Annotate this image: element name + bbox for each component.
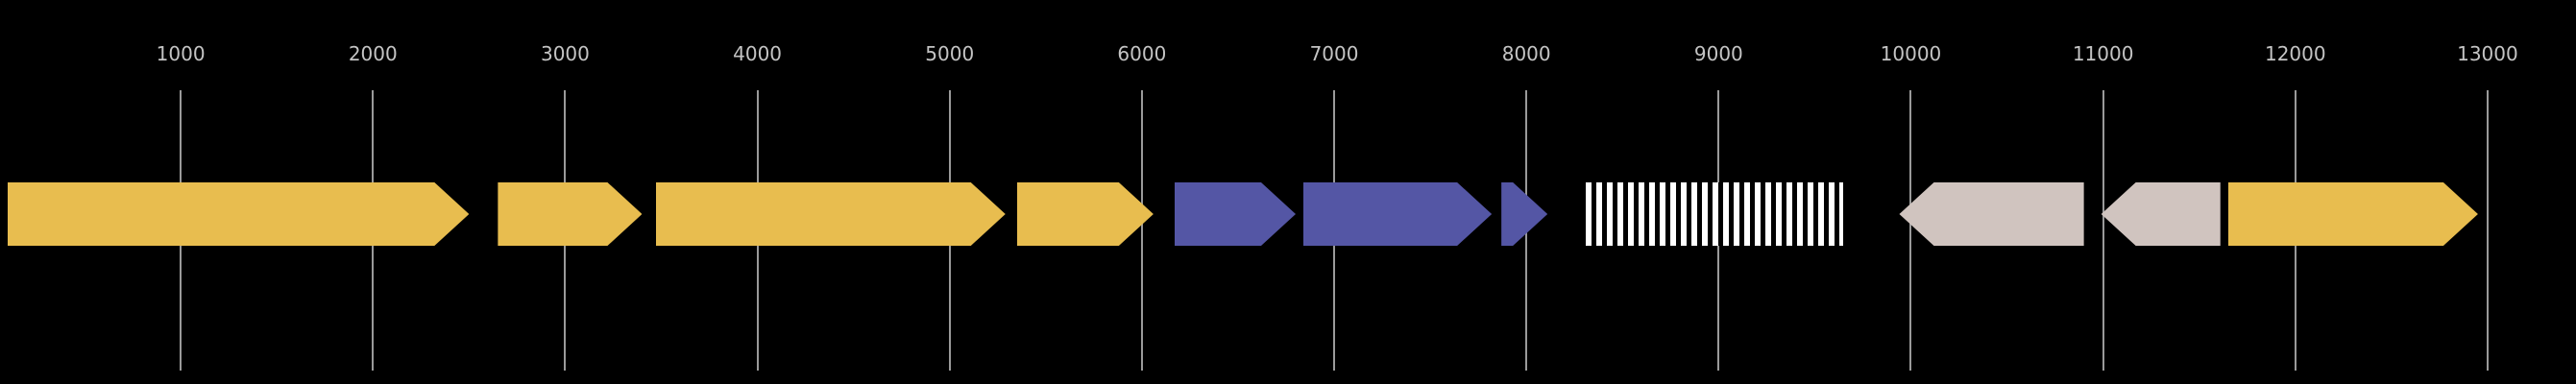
tick-label-7000: 7000 — [1309, 42, 1359, 65]
gridline-11000 — [2102, 90, 2104, 371]
gene-5-arrow — [1174, 182, 1296, 246]
tick-label-13000: 13000 — [2457, 42, 2518, 65]
gridline-6000 — [1140, 90, 1143, 371]
tick-label-8000: 8000 — [1501, 42, 1551, 65]
tick-label-12000: 12000 — [2264, 42, 2326, 65]
gridline-13000 — [2486, 90, 2489, 371]
gene-9-arrow — [2101, 182, 2221, 246]
tick-label-11000: 11000 — [2072, 42, 2134, 65]
hatched-region — [1586, 182, 1844, 246]
gene-10-arrow — [2227, 182, 2478, 246]
gene-6-arrow — [1303, 182, 1493, 246]
tick-label-3000: 3000 — [540, 42, 590, 65]
tick-label-6000: 6000 — [1117, 42, 1167, 65]
tick-label-1000: 1000 — [156, 42, 206, 65]
gene-4-arrow — [1016, 182, 1154, 246]
tick-label-9000: 9000 — [1693, 42, 1743, 65]
gene-2-arrow — [498, 182, 643, 246]
tick-label-10000: 10000 — [1880, 42, 1942, 65]
gridline-10000 — [1909, 90, 1912, 371]
tick-label-5000: 5000 — [925, 42, 975, 65]
tick-label-4000: 4000 — [733, 42, 783, 65]
gene-7-arrow — [1501, 182, 1548, 246]
tick-label-2000: 2000 — [348, 42, 398, 65]
gene-8-arrow — [1899, 182, 2084, 246]
gene-1-arrow — [8, 182, 470, 246]
gene-3-arrow — [655, 182, 1006, 246]
